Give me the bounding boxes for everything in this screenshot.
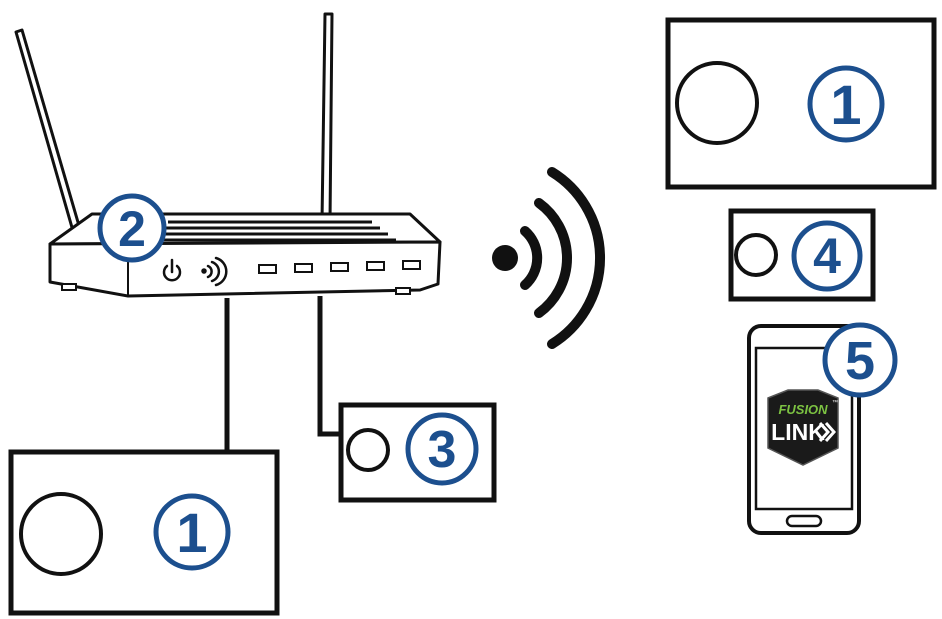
app-logo-trademark: ™ — [832, 399, 838, 406]
smartphone-icon: FUSION LINK ™ 5 — [747, 322, 898, 535]
wireless-small-device-callout-label: 4 — [813, 228, 841, 284]
wired-connections — [224, 296, 342, 452]
bottom-left-device: 1 — [8, 449, 280, 616]
app-logo-line1: FUSION — [778, 402, 828, 417]
router-callout: 2 — [97, 193, 167, 263]
bottom-left-device-callout: 1 — [153, 493, 231, 571]
top-right-device-callout: 1 — [807, 65, 885, 143]
router-foot-left — [61, 283, 77, 291]
wireless-small-device: 4 — [728, 208, 876, 302]
top-right-device-knob — [675, 61, 759, 145]
wireless-signal-icon — [492, 167, 605, 349]
app-logo-line2: LINK — [771, 419, 825, 445]
top-right-device: 1 — [665, 17, 937, 190]
router: 2 — [14, 12, 442, 298]
wired-small-device-knob — [346, 428, 390, 472]
top-right-device-callout-label: 1 — [830, 73, 861, 136]
router-antenna-right — [320, 12, 334, 224]
router-callout-label: 2 — [118, 201, 146, 257]
router-antenna-left — [14, 28, 84, 240]
fusion-link-app-logo: FUSION LINK ™ — [767, 389, 839, 466]
wired-small-device-callout: 3 — [405, 412, 479, 486]
smartphone-home-button — [785, 514, 823, 528]
mobile-app-callout: 5 — [822, 322, 898, 398]
router-foot-right — [395, 287, 411, 295]
wired-small-device: 3 — [338, 402, 497, 503]
mobile-app-callout-label: 5 — [845, 331, 875, 391]
router-port-lights — [258, 260, 421, 274]
power-icon — [162, 258, 182, 282]
wifi-signal-icon — [201, 256, 228, 287]
bottom-left-device-knob — [19, 492, 103, 576]
wireless-small-device-callout: 4 — [791, 220, 863, 292]
wireless-small-device-knob — [734, 233, 778, 277]
bottom-left-device-callout-label: 1 — [176, 501, 207, 564]
cable-to-wired-small-device — [317, 296, 342, 437]
wired-small-device-callout-label: 3 — [428, 421, 457, 479]
router-vents — [144, 220, 396, 242]
